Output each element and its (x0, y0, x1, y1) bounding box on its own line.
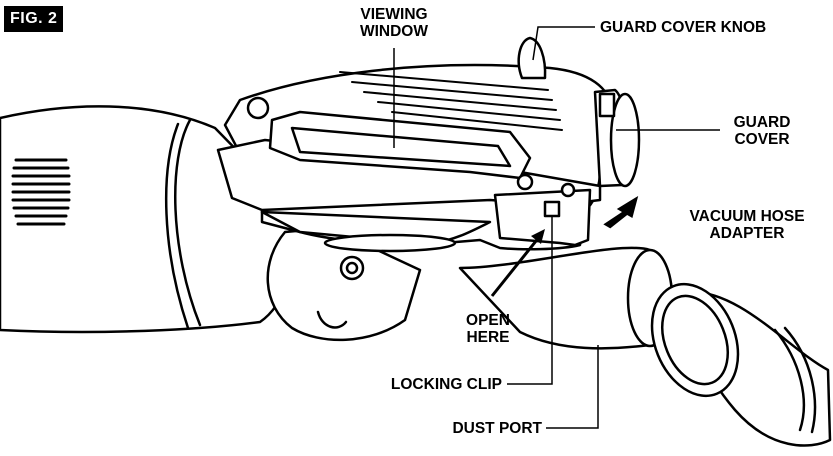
shroud-ribs (339, 71, 563, 131)
adapter-mouth-inner (661, 294, 729, 386)
leader-lines (393, 26, 720, 429)
label-guard-cover-knob: GUARD COVER KNOB (600, 19, 767, 36)
gear-head (266, 226, 422, 342)
grinder-body-rim-inner (165, 122, 190, 330)
insert-direction-arrow (603, 195, 639, 229)
viewing-window-pane (290, 126, 512, 168)
guard-cover-knob (517, 36, 547, 80)
figure-badge: FIG. 2 (4, 6, 64, 32)
vent-slots (11, 158, 71, 226)
guard-cover-ring (609, 92, 641, 188)
adapter-ring (773, 328, 806, 432)
gear-head-screw-inner (345, 261, 359, 275)
disc-edge (323, 233, 457, 253)
leader-dust-port (546, 345, 599, 429)
adapter-ring-2 (783, 326, 817, 434)
label-open-here: OPEN HERE (466, 312, 510, 346)
leader-guard-cover-knob (532, 26, 595, 61)
leader-locking-clip (507, 216, 553, 385)
label-guard-cover: GUARD COVER (733, 114, 791, 148)
label-locking-clip: LOCKING CLIP (390, 376, 502, 393)
label-viewing-window: VIEWING WINDOW (359, 6, 428, 40)
label-vacuum-hose-adapter: VACUUM HOSE ADAPTER (689, 208, 805, 242)
locking-clip-tab (543, 200, 561, 218)
shroud-top-screw (246, 96, 270, 120)
clip-screw-2 (560, 182, 576, 198)
grinder-body-rim (174, 118, 202, 327)
guard-cover-clip (598, 92, 616, 118)
open-here-arrow (490, 229, 545, 297)
locking-clip-block (493, 188, 592, 247)
clip-screw (516, 173, 534, 191)
label-dust-port: DUST PORT (452, 420, 542, 437)
gear-head-foot (316, 310, 348, 329)
